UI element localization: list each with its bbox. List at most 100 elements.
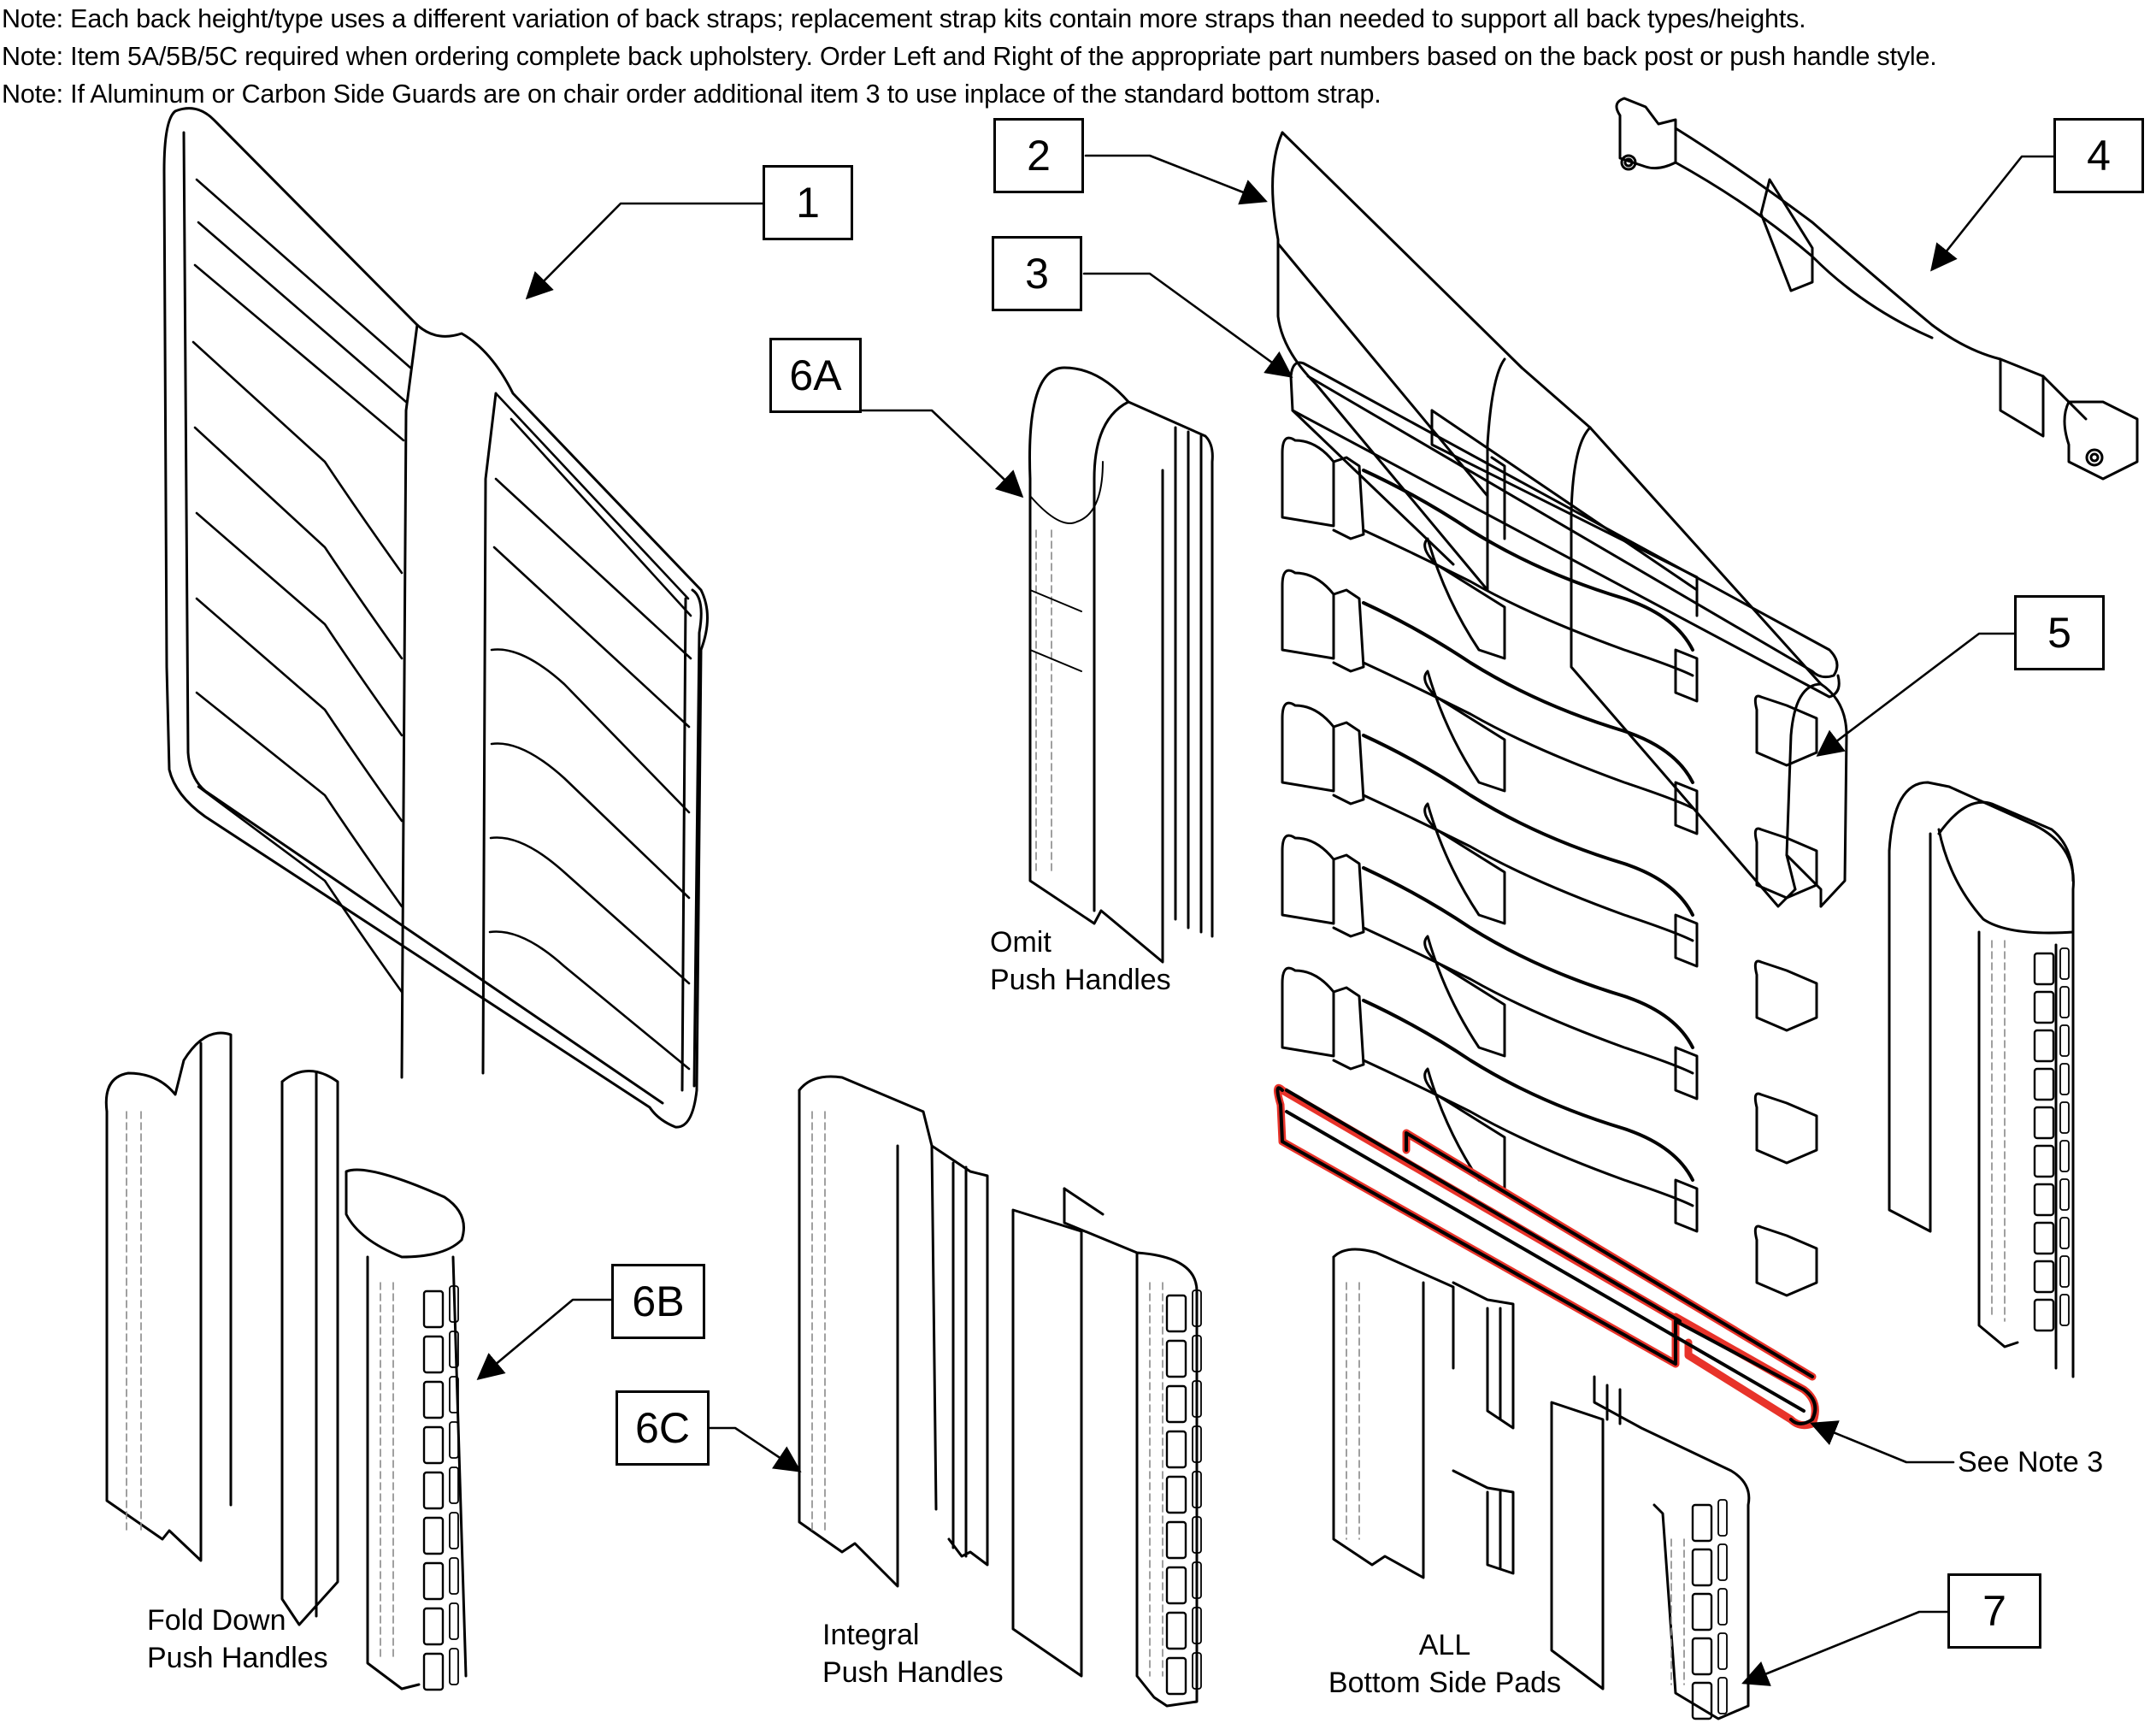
pad-tab [1717, 1499, 1728, 1537]
callout-item-4: 4 [2053, 118, 2144, 193]
callout-item-6c: 6C [616, 1390, 710, 1466]
label-integral-line2: Push Handles [822, 1656, 1004, 1689]
label-fold-line1: Fold Down [147, 1604, 286, 1637]
side-pad-6c [798, 1075, 1202, 1708]
pad-tab [2059, 1063, 2070, 1095]
pad-slot [1165, 1294, 1187, 1333]
note-2: Note: Item 5A/5B/5C required when orderi… [2, 42, 1937, 71]
pad-slot [1691, 1548, 1713, 1587]
pad-tab [2059, 1024, 2070, 1057]
leader-lines [476, 154, 2055, 1686]
label-omit-line1: Omit [990, 926, 1051, 959]
pad-tab [1192, 1607, 1202, 1644]
pad-tab [449, 1285, 459, 1323]
pad-tab [449, 1421, 459, 1459]
label-bottom-line1: ALL [1418, 1629, 1471, 1661]
pad-tab [2059, 1294, 2070, 1326]
callout-item-3: 3 [992, 236, 1082, 311]
label-integral-push-handles: Integral Push Handles [822, 1616, 1004, 1691]
leader-1 [525, 202, 764, 300]
pad-slot [422, 1289, 445, 1329]
pad-slot [2033, 1029, 2055, 1063]
back-strap [1281, 569, 1818, 900]
pad-slot [1165, 1520, 1187, 1560]
label-omit-push-handles: Omit Push Handles [990, 924, 1171, 999]
callout-item-6b: 6B [611, 1264, 705, 1339]
pad-tab [1192, 1335, 1202, 1372]
pad-tab [1192, 1380, 1202, 1418]
pad-slot [2033, 1106, 2055, 1140]
pad-slot [1165, 1566, 1187, 1605]
label-see-note-3: See Note 3 [1958, 1446, 2104, 1478]
back-upholstery-panel [162, 107, 709, 1129]
pad-tab [2059, 986, 2070, 1018]
pad-tab [449, 1331, 459, 1368]
pad-slot [2033, 1183, 2055, 1217]
pad-tab [1717, 1588, 1728, 1626]
pad-tab [2059, 1101, 2070, 1134]
pad-tab [1717, 1677, 1728, 1714]
pad-slot [2033, 1221, 2055, 1255]
back-strap [1281, 436, 1818, 767]
back-strap [1281, 834, 1818, 1165]
pad-tab [2059, 1255, 2070, 1288]
pad-tab [2059, 1140, 2070, 1172]
pad-tab [2059, 1217, 2070, 1249]
pad-tab [449, 1512, 459, 1549]
leader-6b [476, 1298, 613, 1381]
leader-5 [1816, 632, 2016, 757]
bottom-strap-highlight [1274, 1083, 1819, 1430]
pad-slot [2033, 1298, 2055, 1332]
pad-tab [1192, 1561, 1202, 1599]
side-pad-item-7 [1332, 1248, 1751, 1720]
pad-slot [422, 1335, 445, 1374]
pad-tab [2059, 1178, 2070, 1211]
notes-block: Note: Each back height/type uses a diffe… [2, 0, 1937, 113]
pad-slot [2033, 1144, 2055, 1178]
pad-slot [422, 1652, 445, 1691]
callout-item-2: 2 [993, 118, 1084, 193]
pad-slot [1165, 1475, 1187, 1514]
pad-slot [1165, 1430, 1187, 1469]
top-pad-assembly [1271, 131, 1848, 908]
leader-2 [1084, 154, 1268, 205]
pad-slot [1165, 1656, 1187, 1696]
pad-tab [1192, 1471, 1202, 1508]
pad-slot [2033, 1260, 2055, 1294]
label-fold-line2: Push Handles [147, 1642, 328, 1674]
label-integral-line1: Integral [822, 1619, 920, 1651]
pad-tab [1192, 1652, 1202, 1690]
pad-slot [1165, 1384, 1187, 1424]
pad-slot [422, 1425, 445, 1465]
label-omit-line2: Push Handles [990, 964, 1171, 996]
label-fold-down-push-handles: Fold Down Push Handles [147, 1602, 328, 1677]
pad-tab [449, 1602, 459, 1640]
leader-7 [1741, 1610, 1949, 1686]
note-3: Note: If Aluminum or Carbon Side Guards … [2, 80, 1381, 109]
leader-6c [708, 1426, 802, 1472]
leader-4 [1930, 155, 2055, 272]
strap-bar-top [1289, 361, 1841, 699]
pad-tab [449, 1648, 459, 1685]
pad-slot [2033, 990, 2055, 1024]
pad-tab [1717, 1632, 1728, 1670]
pad-tab [1717, 1543, 1728, 1581]
leader-see-note-3 [1810, 1420, 1955, 1464]
side-pad-6a [1028, 366, 1214, 964]
pad-slot [2033, 1067, 2055, 1101]
pad-tab [2059, 947, 2070, 980]
pad-slot [422, 1380, 445, 1419]
side-pad-6b [104, 1031, 468, 1691]
strap-item-4 [1615, 97, 2139, 481]
callout-item-6a: 6A [769, 338, 862, 413]
side-pad-right [1888, 781, 2075, 1378]
note-1: Note: Each back height/type uses a diffe… [2, 4, 1806, 33]
pad-tab [1192, 1289, 1202, 1327]
leader-6a [858, 409, 1024, 499]
label-bottom-line2: Bottom Side Pads [1328, 1667, 1562, 1699]
pad-slot [422, 1607, 445, 1646]
pad-slot [1691, 1592, 1713, 1632]
pad-tab [1192, 1425, 1202, 1463]
callout-item-5: 5 [2014, 595, 2105, 670]
